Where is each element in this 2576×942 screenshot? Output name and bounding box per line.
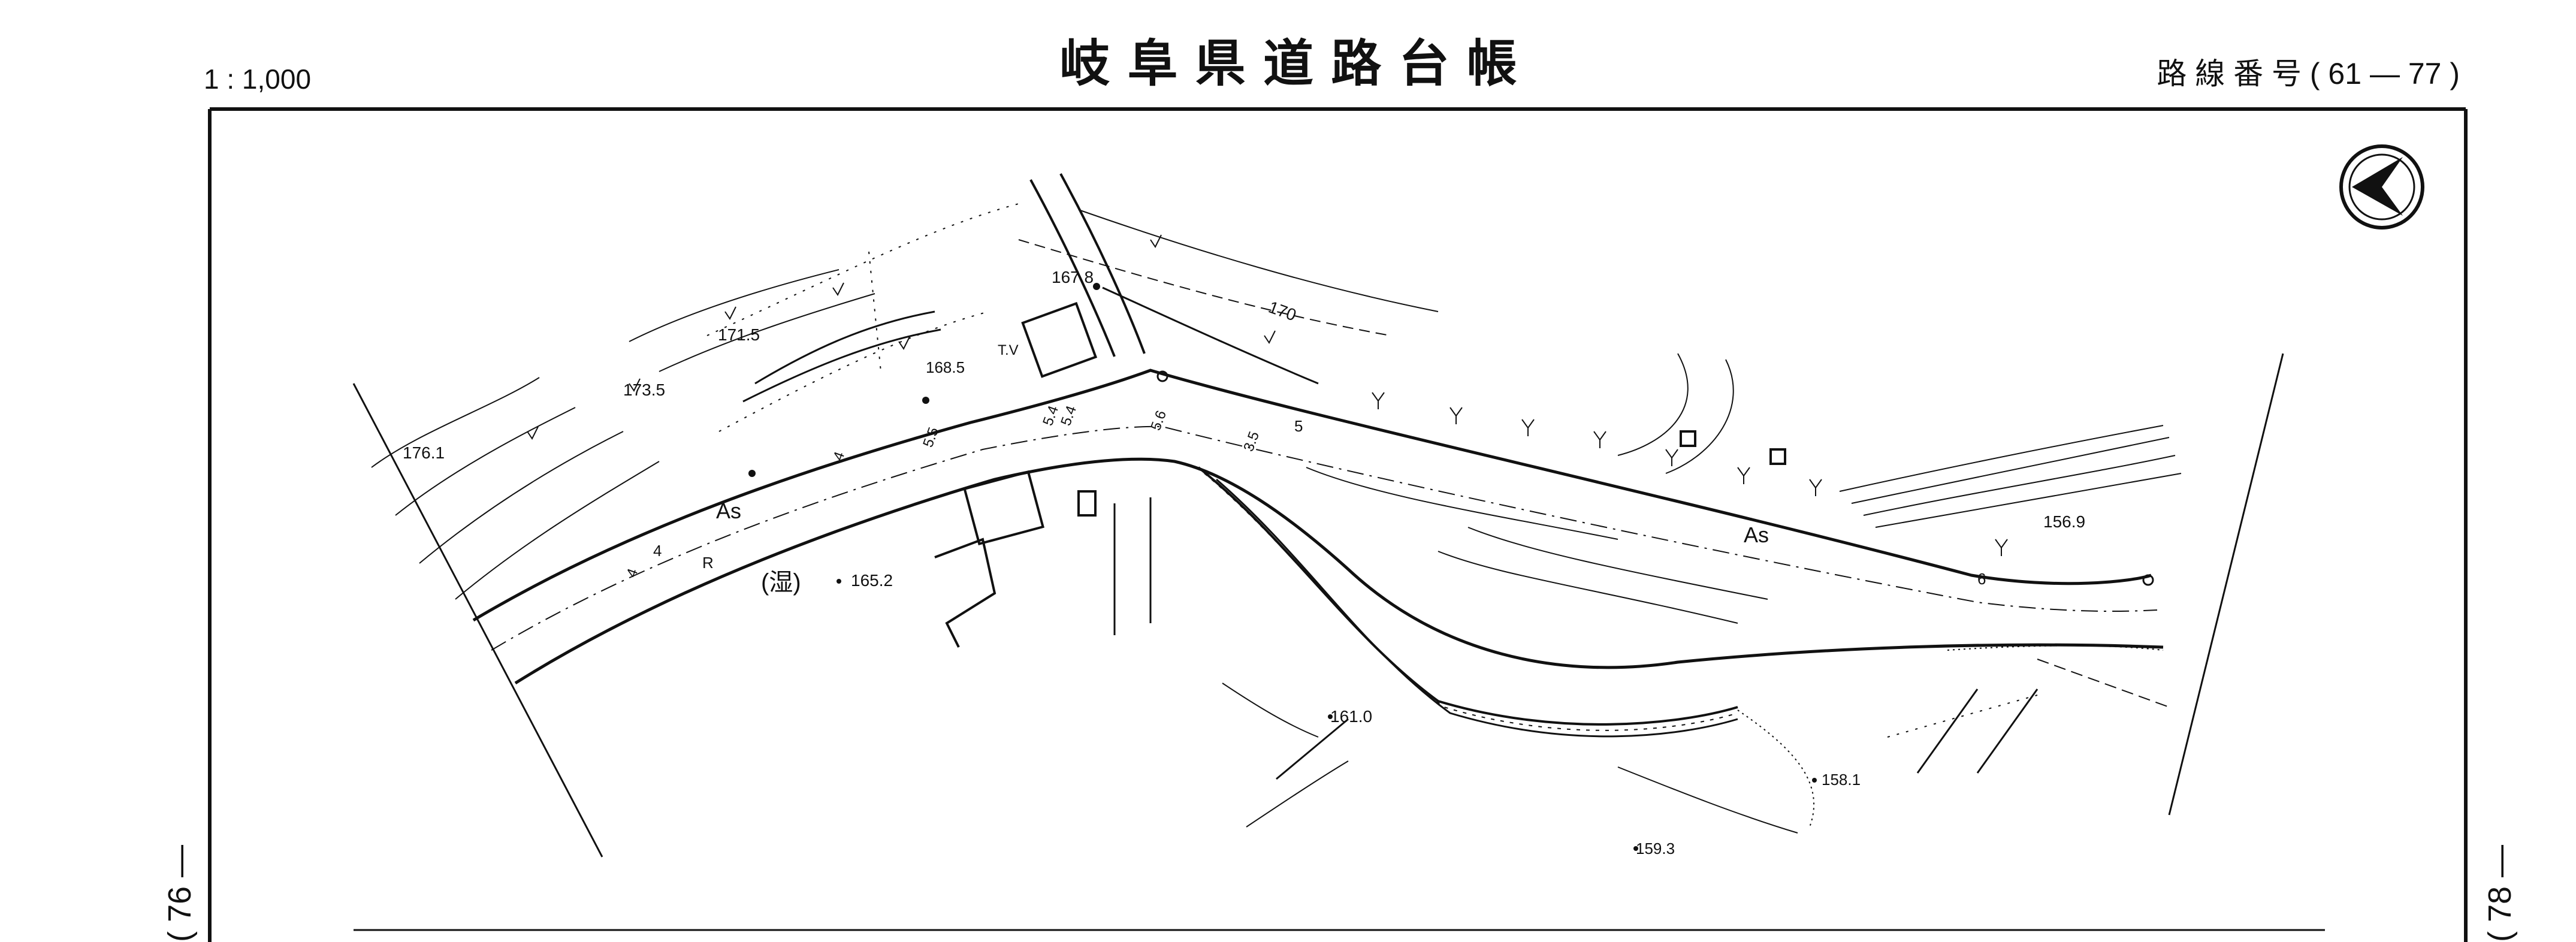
elevation-labels: 176.1 173.5 171.5 167.8 168.5 165.2 161.… bbox=[403, 268, 2085, 858]
map-frame bbox=[208, 107, 2468, 942]
width-label: 5.4 bbox=[1040, 403, 1062, 428]
elevation-label: 156.9 bbox=[2043, 512, 2085, 531]
route-number-label: 路 線 番 号 ( 61 — 77 ) bbox=[2157, 57, 2460, 90]
wetland-label: (湿) bbox=[761, 569, 801, 596]
right-page-reference: ( 78 — bbox=[2482, 845, 2518, 942]
embankment-hatching bbox=[1197, 466, 2164, 828]
page-title: 岐 阜 県 道 路 台 帳 bbox=[1059, 34, 1517, 93]
width-label: 5.4 bbox=[1058, 403, 1080, 428]
contour-label: 170 bbox=[1266, 298, 1299, 325]
road-width-labels: 4 4 4 5.5 5.4 5.4 5.6 3.5 5 6 bbox=[623, 403, 1986, 588]
elevation-label: 171.5 bbox=[718, 325, 760, 344]
north-arrow-icon bbox=[2339, 144, 2424, 230]
survey-points bbox=[748, 283, 2154, 851]
surface-labels: As As R T.V bbox=[702, 342, 1769, 572]
elevation-label: 165.2 bbox=[851, 571, 893, 590]
elevation-label: 173.5 bbox=[623, 381, 665, 399]
width-label: 5.5 bbox=[920, 425, 942, 449]
pavement-label: As bbox=[1744, 523, 1769, 547]
left-page-reference: ( 76 — bbox=[162, 845, 198, 942]
vegetation-symbols bbox=[527, 234, 2008, 556]
tv-label: T.V bbox=[998, 342, 1019, 358]
width-label: 5 bbox=[1294, 417, 1303, 435]
elevation-label: 158.1 bbox=[1822, 771, 1861, 789]
map-area-boundary bbox=[352, 353, 2284, 858]
boundary-lines bbox=[706, 203, 2170, 738]
road-type-label: R bbox=[702, 554, 714, 572]
elevation-label: 167.8 bbox=[1052, 268, 1094, 286]
buildings bbox=[934, 301, 1786, 648]
cliff-hatching bbox=[1102, 286, 1798, 834]
width-label: 4 bbox=[653, 542, 662, 560]
elevation-label: 159.3 bbox=[1636, 840, 1675, 858]
elevation-label: 176.1 bbox=[403, 443, 445, 462]
contour-lines bbox=[371, 209, 1439, 600]
pavement-label: As bbox=[716, 499, 741, 523]
width-label: 4 bbox=[830, 449, 848, 463]
elevation-label: 168.5 bbox=[926, 358, 965, 376]
width-label: 4 bbox=[623, 566, 641, 579]
elevation-label: 161.0 bbox=[1330, 707, 1372, 726]
scale-label: 1 : 1,000 bbox=[204, 64, 311, 95]
width-label: 6 bbox=[1977, 570, 1986, 588]
width-label: 5.6 bbox=[1147, 408, 1170, 433]
retaining-walls bbox=[742, 310, 2039, 780]
prefectural-road bbox=[472, 173, 2164, 685]
terrace-slope-lines bbox=[1306, 353, 2182, 624]
